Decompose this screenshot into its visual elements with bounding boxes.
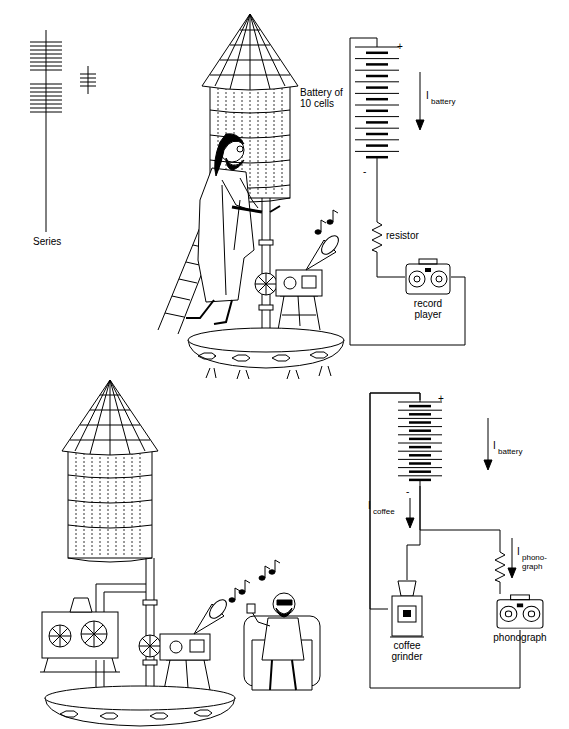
- current-subscript: coffee: [373, 507, 395, 516]
- pool: [45, 686, 235, 726]
- coffee-grinder-icon: coffee grinder: [388, 580, 426, 638]
- battery-plates: [398, 400, 442, 486]
- music-notes: [315, 210, 338, 234]
- device-label: record player: [408, 298, 448, 320]
- pool: [188, 328, 344, 379]
- polarity-sign: -: [406, 486, 418, 497]
- device-label: coffee grinder: [380, 640, 434, 662]
- phonograph-icon: phonograph: [496, 594, 544, 630]
- water-tower: [202, 14, 298, 202]
- player-icon: [496, 594, 544, 630]
- current-symbol: I: [517, 546, 520, 557]
- polarity-sign: +: [438, 393, 450, 404]
- current-subscript: battery: [431, 97, 455, 106]
- current-symbol: I: [426, 90, 429, 101]
- wire: [420, 486, 500, 594]
- listener-in-armchair: [244, 593, 320, 690]
- battery-label: Battery of 10 cells: [300, 87, 346, 109]
- player-icon: [405, 258, 451, 296]
- coffee-machine: [40, 598, 120, 672]
- polarity-sign: -: [363, 166, 375, 177]
- wire: [370, 393, 520, 688]
- current-symbol: I: [493, 440, 496, 451]
- battery-symbol: Battery of 10 cells+-: [355, 45, 399, 165]
- water-pipe: [259, 198, 280, 340]
- symbol-caption: Series: [33, 236, 61, 247]
- record-player-machine: [255, 233, 342, 330]
- scientist: [186, 134, 262, 324]
- water-tower: [62, 380, 158, 562]
- component-label: resistor: [386, 230, 419, 241]
- record-player-icon: record player: [405, 258, 451, 296]
- grinder-icon: [388, 580, 426, 638]
- record-player-machine: [139, 597, 230, 690]
- wire: [350, 38, 465, 345]
- device-label: phonograph: [486, 632, 554, 643]
- battery-plates: [355, 45, 399, 165]
- current-arrow: [416, 72, 424, 130]
- series-symbol: [30, 30, 96, 232]
- wire: [407, 486, 420, 580]
- wire: [370, 393, 420, 609]
- battery-symbol: +-: [398, 400, 442, 486]
- current-symbol: I: [368, 500, 371, 511]
- music-notes: [229, 560, 280, 602]
- current-subscript: battery: [498, 447, 522, 456]
- current-subscript: phono- graph: [522, 553, 556, 571]
- polarity-sign: +: [397, 41, 409, 52]
- resistor-symbol: [370, 218, 384, 254]
- resistor-symbol: [493, 548, 507, 584]
